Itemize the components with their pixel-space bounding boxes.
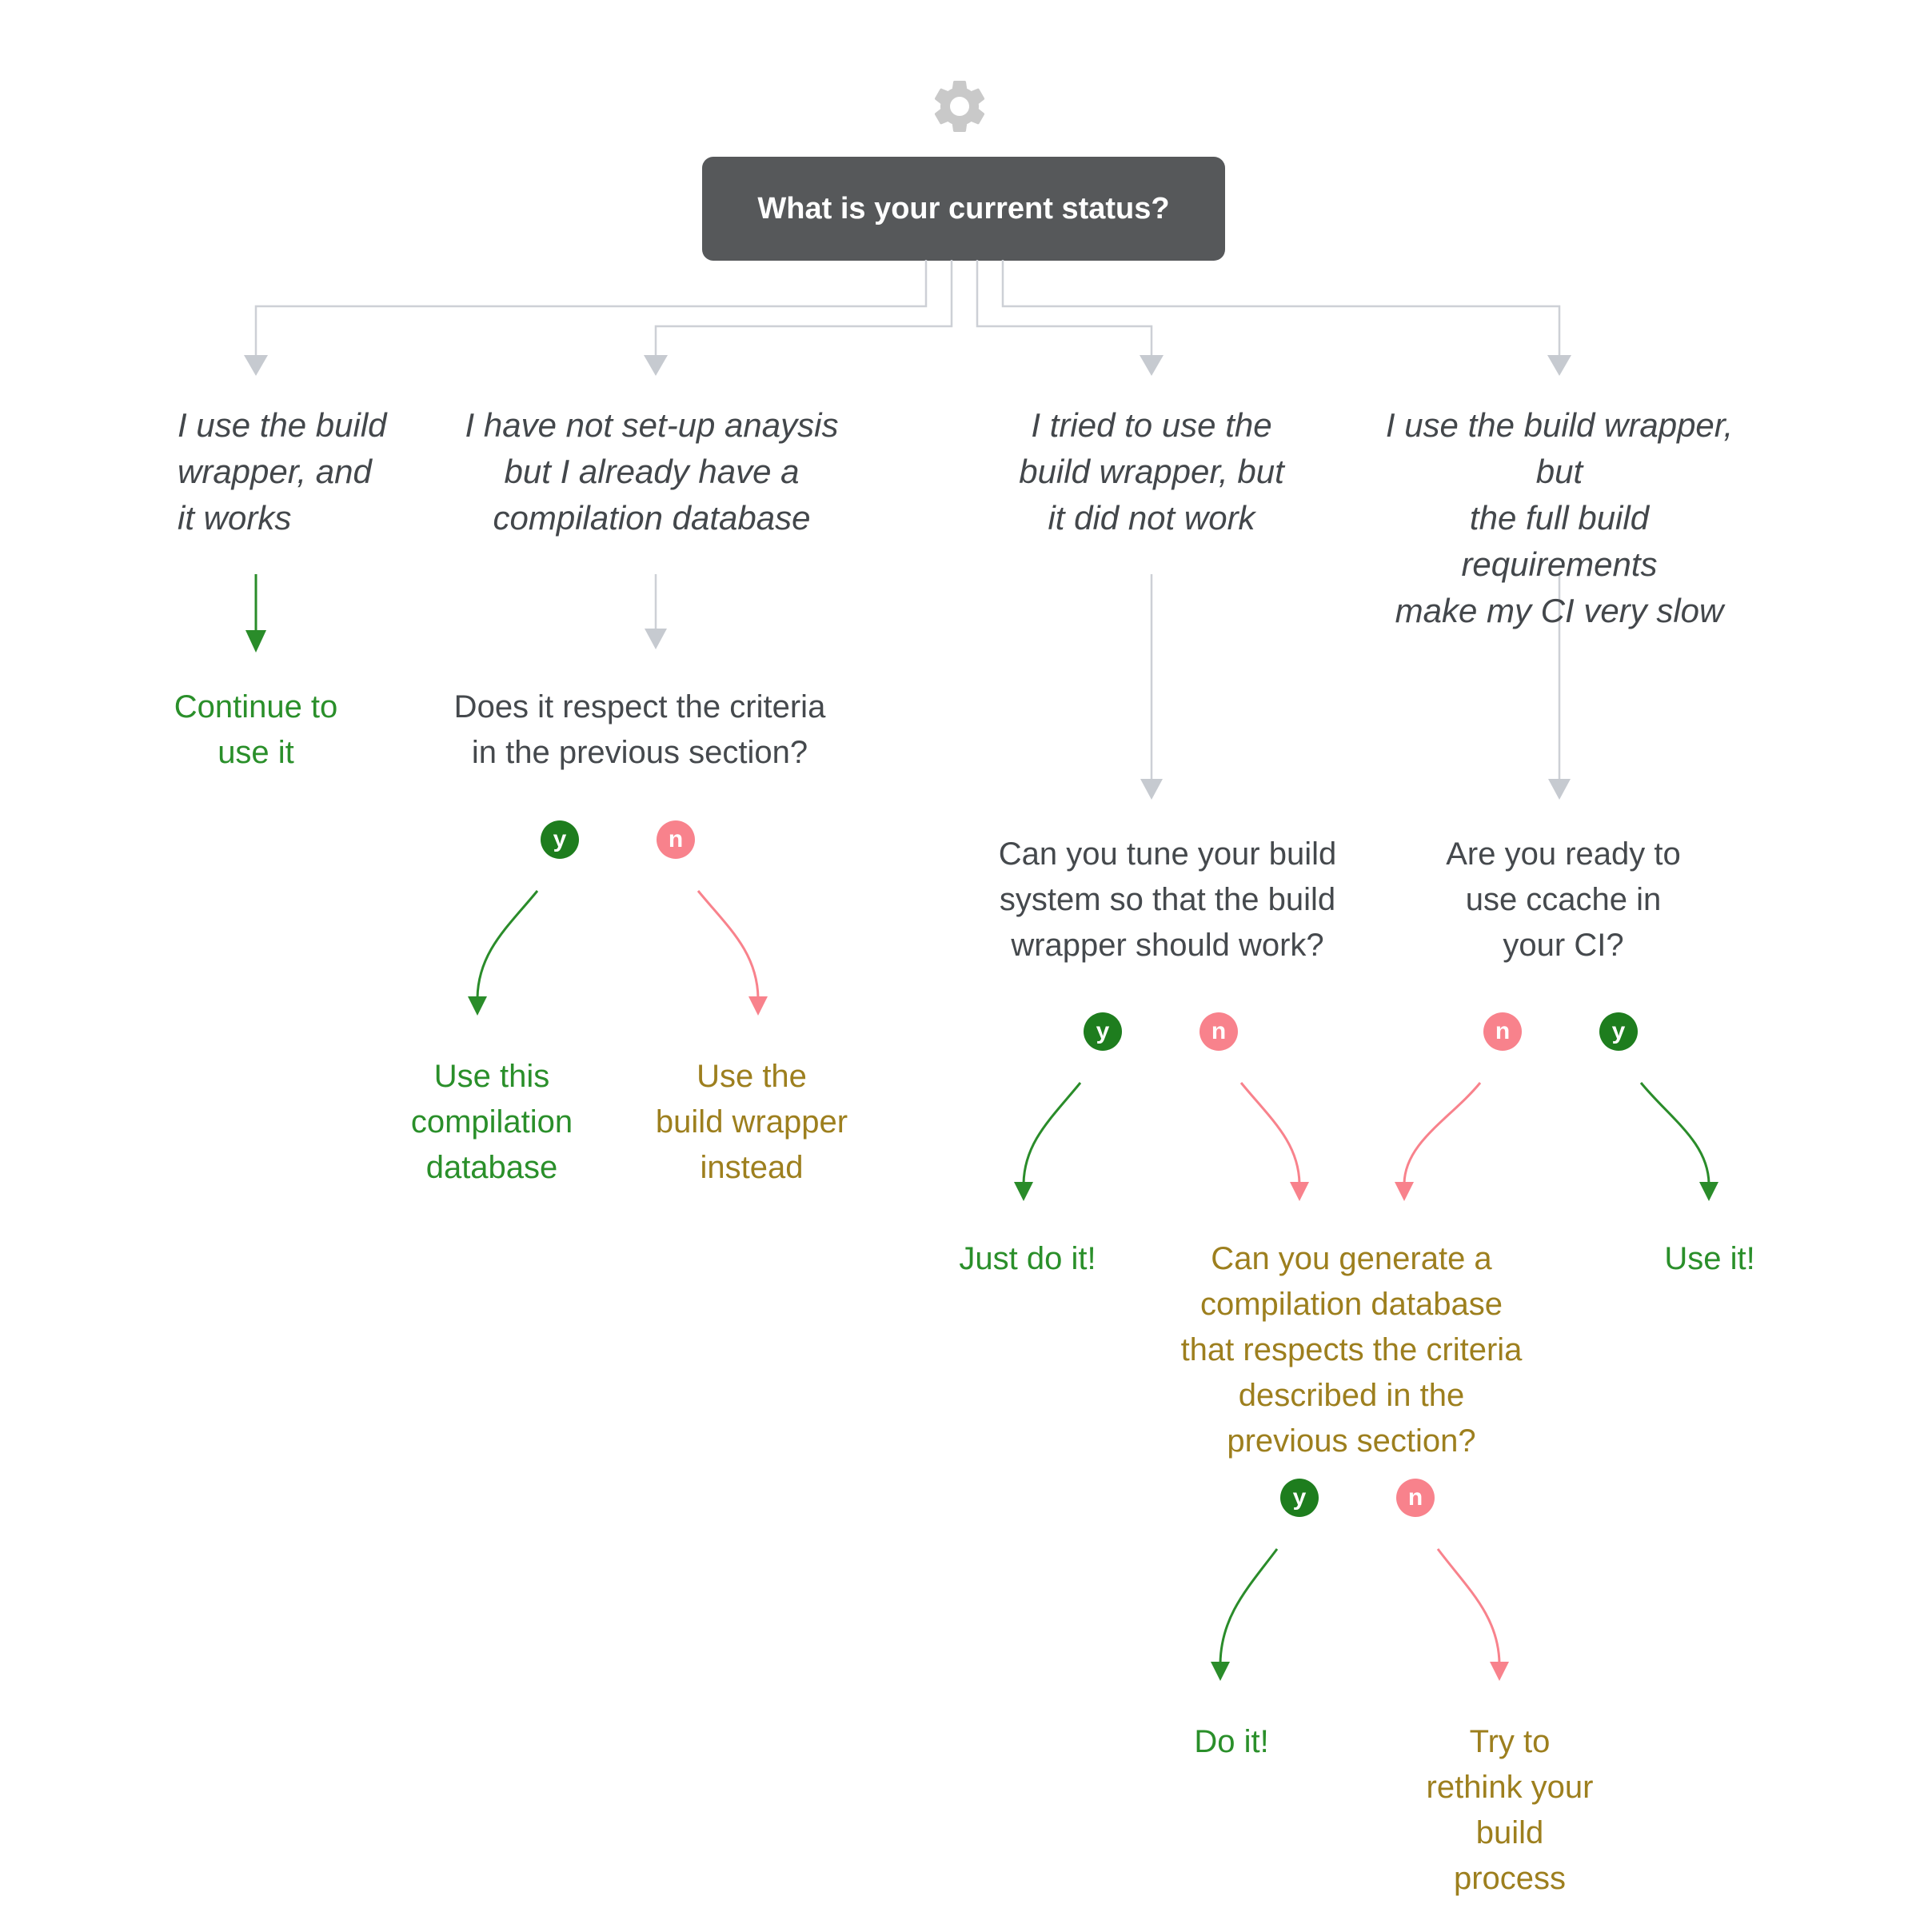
branch3-gray-arrow: [1140, 574, 1163, 800]
b3-no-badge: n: [1200, 1012, 1238, 1051]
shared-yes-badge: y: [1280, 1479, 1319, 1517]
shared-no-curve: [1436, 1548, 1509, 1681]
b3-yes-curve: [1014, 1082, 1082, 1201]
branch3-question: Can you tune your build system so that t…: [998, 836, 1337, 963]
branch3-connector: [976, 260, 1164, 376]
branch1-green-arrow: [245, 574, 266, 653]
shared-no-answer: Try to rethink your build process: [1426, 1724, 1594, 1896]
root-question-box: What is your current status?: [702, 157, 1225, 261]
b4-yes-answer: Use it!: [1664, 1241, 1755, 1276]
branch1-label: I use the build wrapper, and it works: [178, 406, 387, 537]
root-question-text: What is your current status?: [757, 191, 1170, 226]
branch1-answer: Continue to use it: [174, 689, 338, 770]
b2-no-badge: n: [657, 820, 695, 859]
b2-yes-badge: y: [541, 820, 579, 859]
shared-no-question: Can you generate a compilation database …: [1180, 1241, 1523, 1459]
b4-yes-curve: [1639, 1082, 1718, 1201]
b3-no-curve: [1239, 1082, 1309, 1201]
shared-no-badge: n: [1396, 1479, 1435, 1517]
branch2-gray-arrow: [645, 574, 667, 649]
shared-yes-answer: Do it!: [1194, 1724, 1269, 1759]
branch4-label: I use the build wrapper, but the full bu…: [1385, 406, 1734, 629]
b2-no-answer: Use the build wrapper instead: [655, 1059, 848, 1185]
branch4-question: Are you ready to use ccache in your CI?: [1446, 836, 1681, 963]
gear-icon: [934, 81, 985, 132]
b4-no-badge: n: [1483, 1012, 1522, 1051]
branch2-connector: [644, 260, 953, 376]
b2-yes-answer: Use this compilation database: [410, 1059, 573, 1185]
b3-yes-answer: Just do it!: [959, 1241, 1096, 1276]
b2-yes-curve: [468, 890, 539, 1016]
branch1-connector: [244, 260, 928, 376]
b2-no-curve: [697, 890, 768, 1016]
b4-no-curve: [1395, 1082, 1482, 1201]
branch2-label: I have not set-up anaysis but I already …: [465, 406, 839, 537]
branch2-question: Does it respect the criteria in the prev…: [453, 689, 826, 770]
shared-yes-curve: [1211, 1548, 1279, 1681]
branch3-label: I tried to use the build wrapper, but it…: [1019, 406, 1284, 537]
branch4-connector: [1001, 260, 1571, 376]
b4-yes-badge: y: [1599, 1012, 1638, 1051]
b3-yes-badge: y: [1084, 1012, 1122, 1051]
